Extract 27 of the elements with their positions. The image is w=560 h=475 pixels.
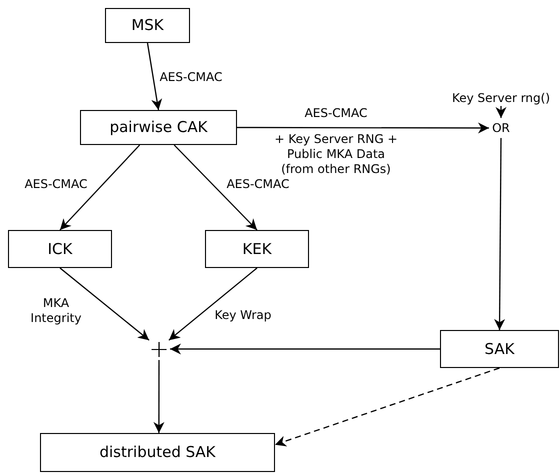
arrow	[153, 360, 164, 433]
key-box: pairwise CAK	[80, 110, 237, 145]
note-text: + Key Server RNG + Public MKA Data (from other RNGs)	[273, 132, 399, 177]
node-text: OR	[489, 118, 513, 138]
edge-label: Key Wrap	[214, 308, 272, 323]
arrow	[60, 268, 150, 341]
node-text: Key Server rng()	[439, 89, 560, 106]
arrow	[60, 144, 140, 230]
key-box: SAK	[440, 330, 559, 368]
arrow	[494, 138, 506, 330]
combine-symbol: +	[148, 338, 170, 360]
edge-label: AES-CMAC	[304, 106, 368, 121]
edge-label: AES-CMAC	[158, 70, 224, 85]
edge-label: AES-CMAC	[226, 177, 290, 192]
arrow	[168, 268, 258, 341]
arrow	[496, 106, 506, 118]
arrow	[146, 42, 162, 110]
key-box: distributed SAK	[40, 433, 275, 472]
edge-label: MKA Integrity	[30, 296, 82, 326]
arrow	[237, 122, 489, 134]
key-box: ICK	[8, 230, 112, 268]
arrow	[170, 344, 440, 354]
key-box: MSK	[105, 8, 190, 43]
key-box: KEK	[205, 230, 309, 268]
arrow	[174, 144, 258, 230]
edge-label: AES-CMAC	[24, 177, 88, 192]
dashed-arrow	[274, 367, 500, 446]
